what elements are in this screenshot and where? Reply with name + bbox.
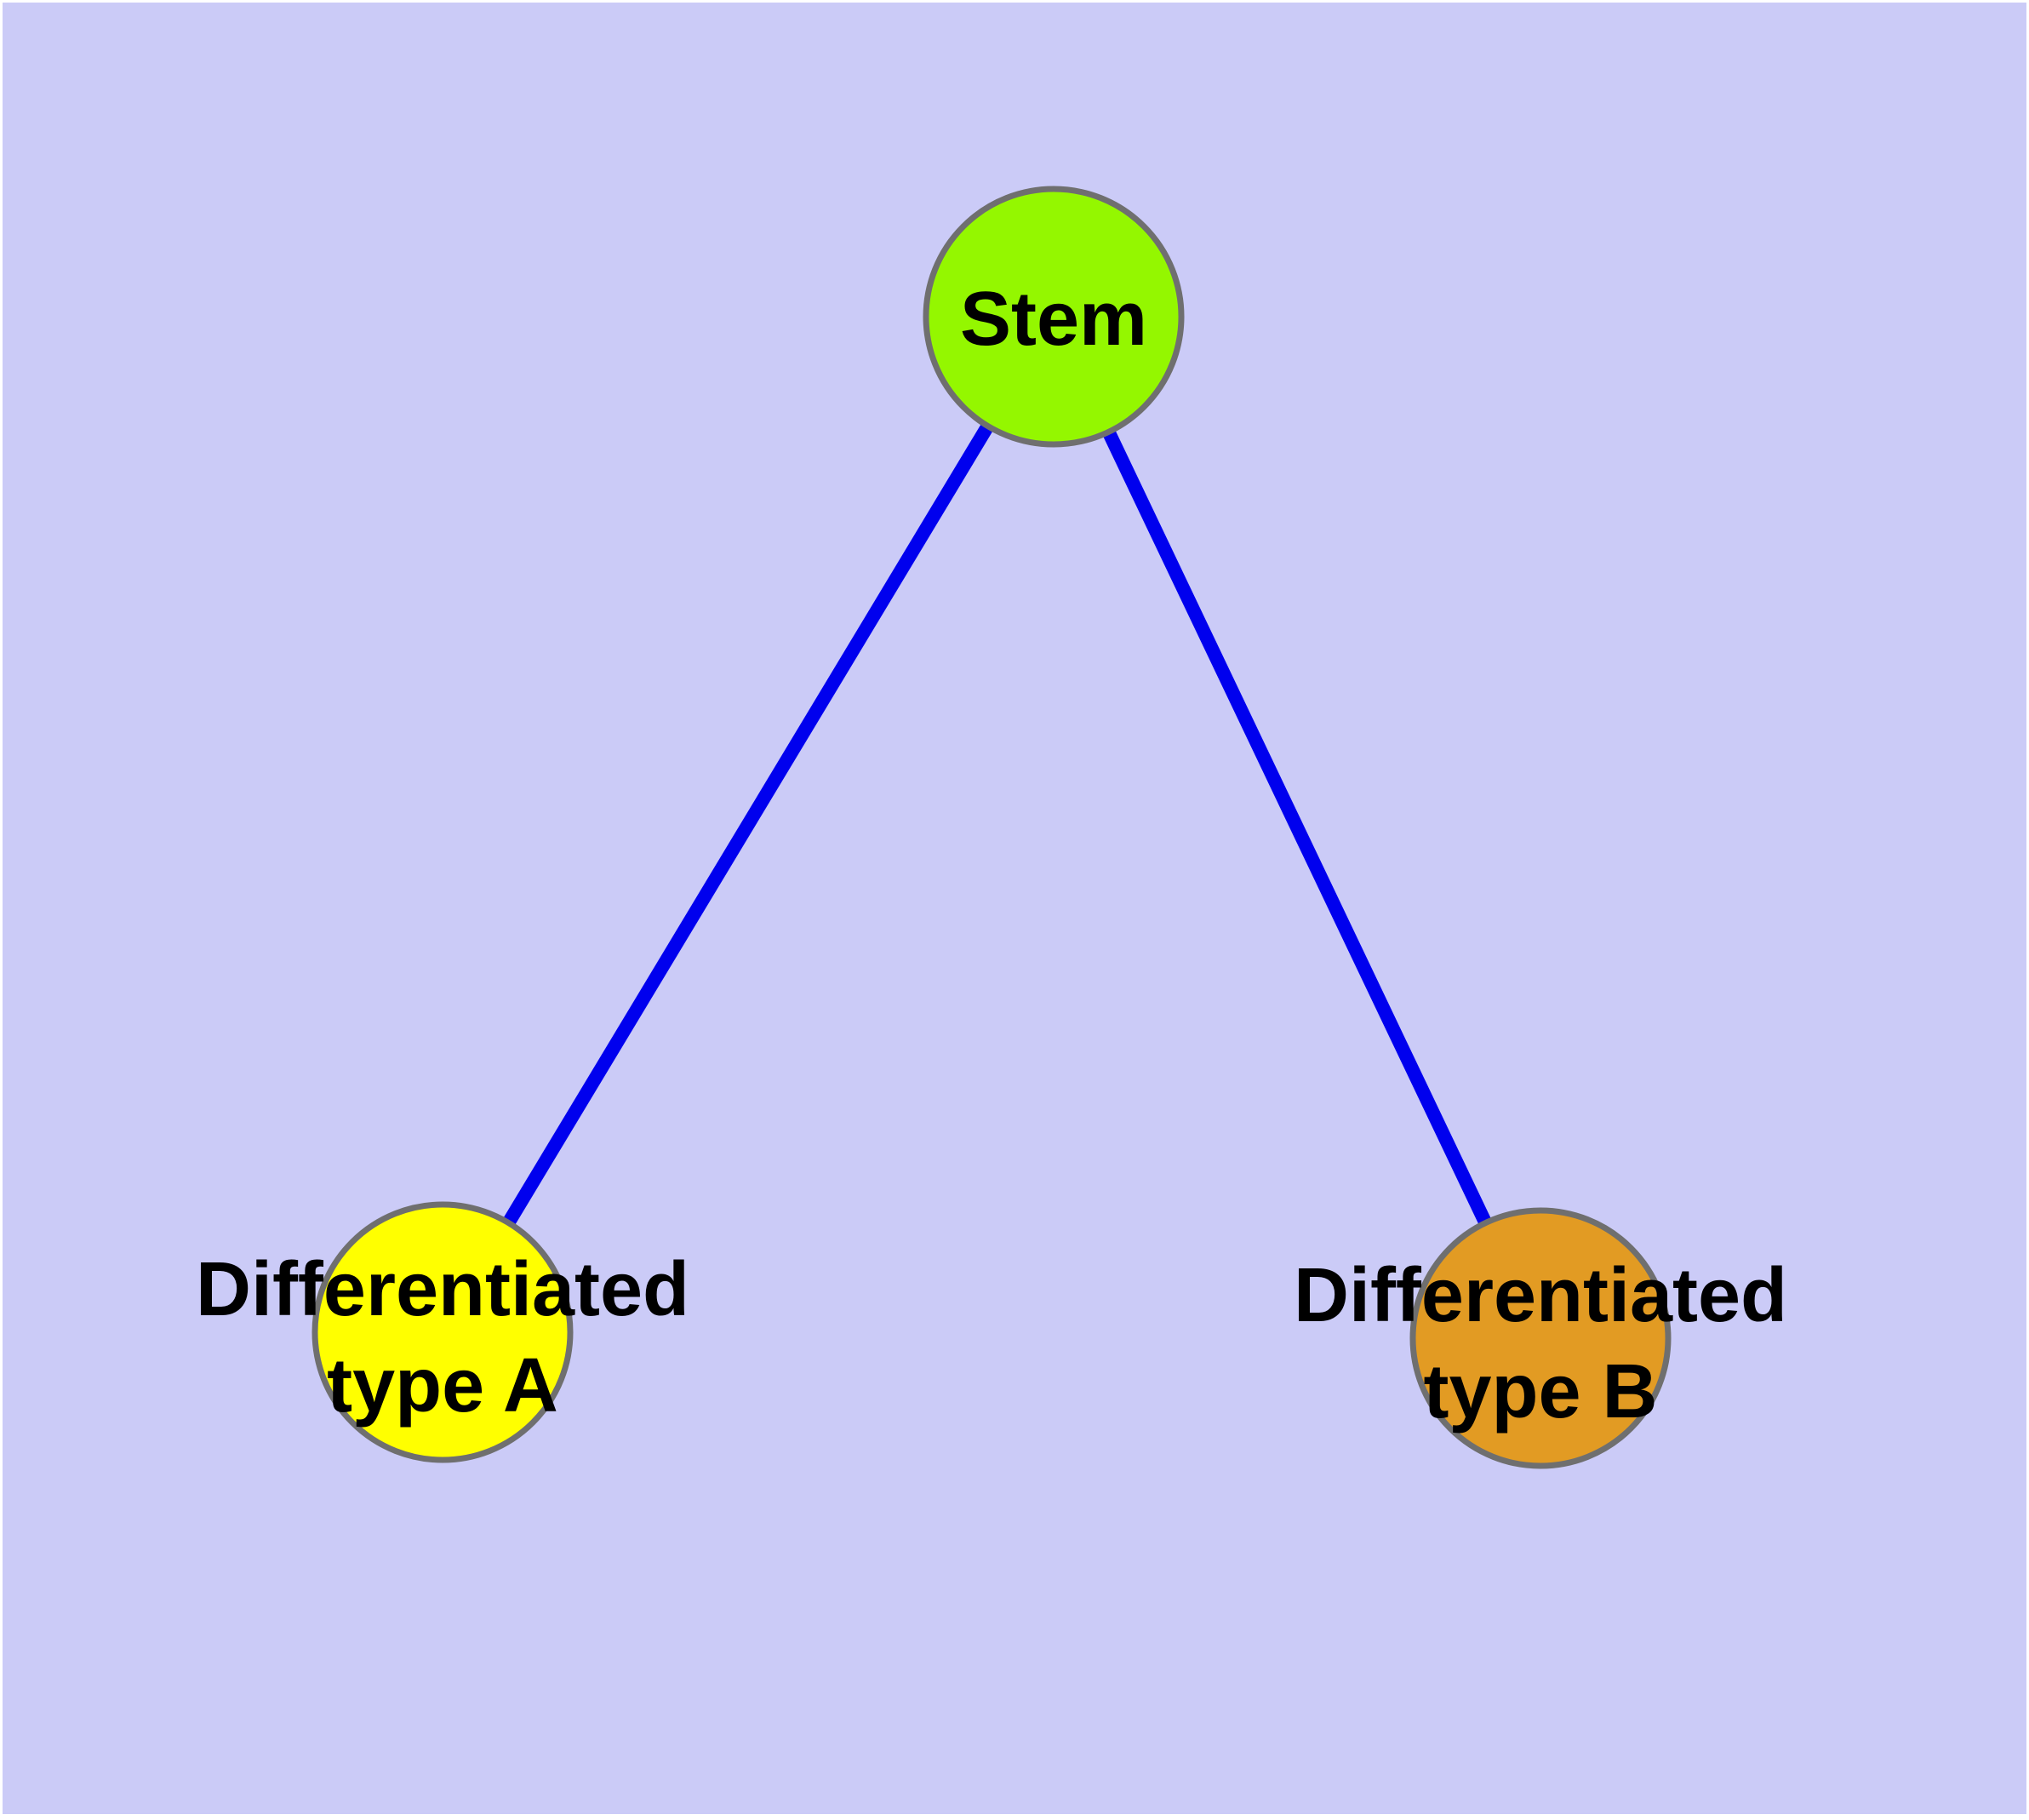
node-type-b-circle	[1409, 1207, 1672, 1469]
edge-stem-to-type-b	[1047, 313, 1547, 1342]
node-type-a: Differentiated type A	[196, 1201, 689, 1463]
node-type-b-label-line2: type B	[1423, 1349, 1657, 1434]
node-type-b: Differentiated type B	[1294, 1207, 1787, 1469]
node-type-b-label-line1: Differentiated	[1294, 1253, 1787, 1338]
edge-stem-to-type-a	[437, 312, 1060, 1336]
node-stem-circle	[923, 186, 1185, 448]
node-stem: Stem	[923, 186, 1185, 448]
node-type-a-label-line2: type A	[327, 1343, 558, 1428]
node-type-a-circle	[311, 1201, 574, 1463]
node-type-a-label-line1: Differentiated	[196, 1247, 689, 1332]
node-stem-label: Stem	[960, 277, 1147, 362]
